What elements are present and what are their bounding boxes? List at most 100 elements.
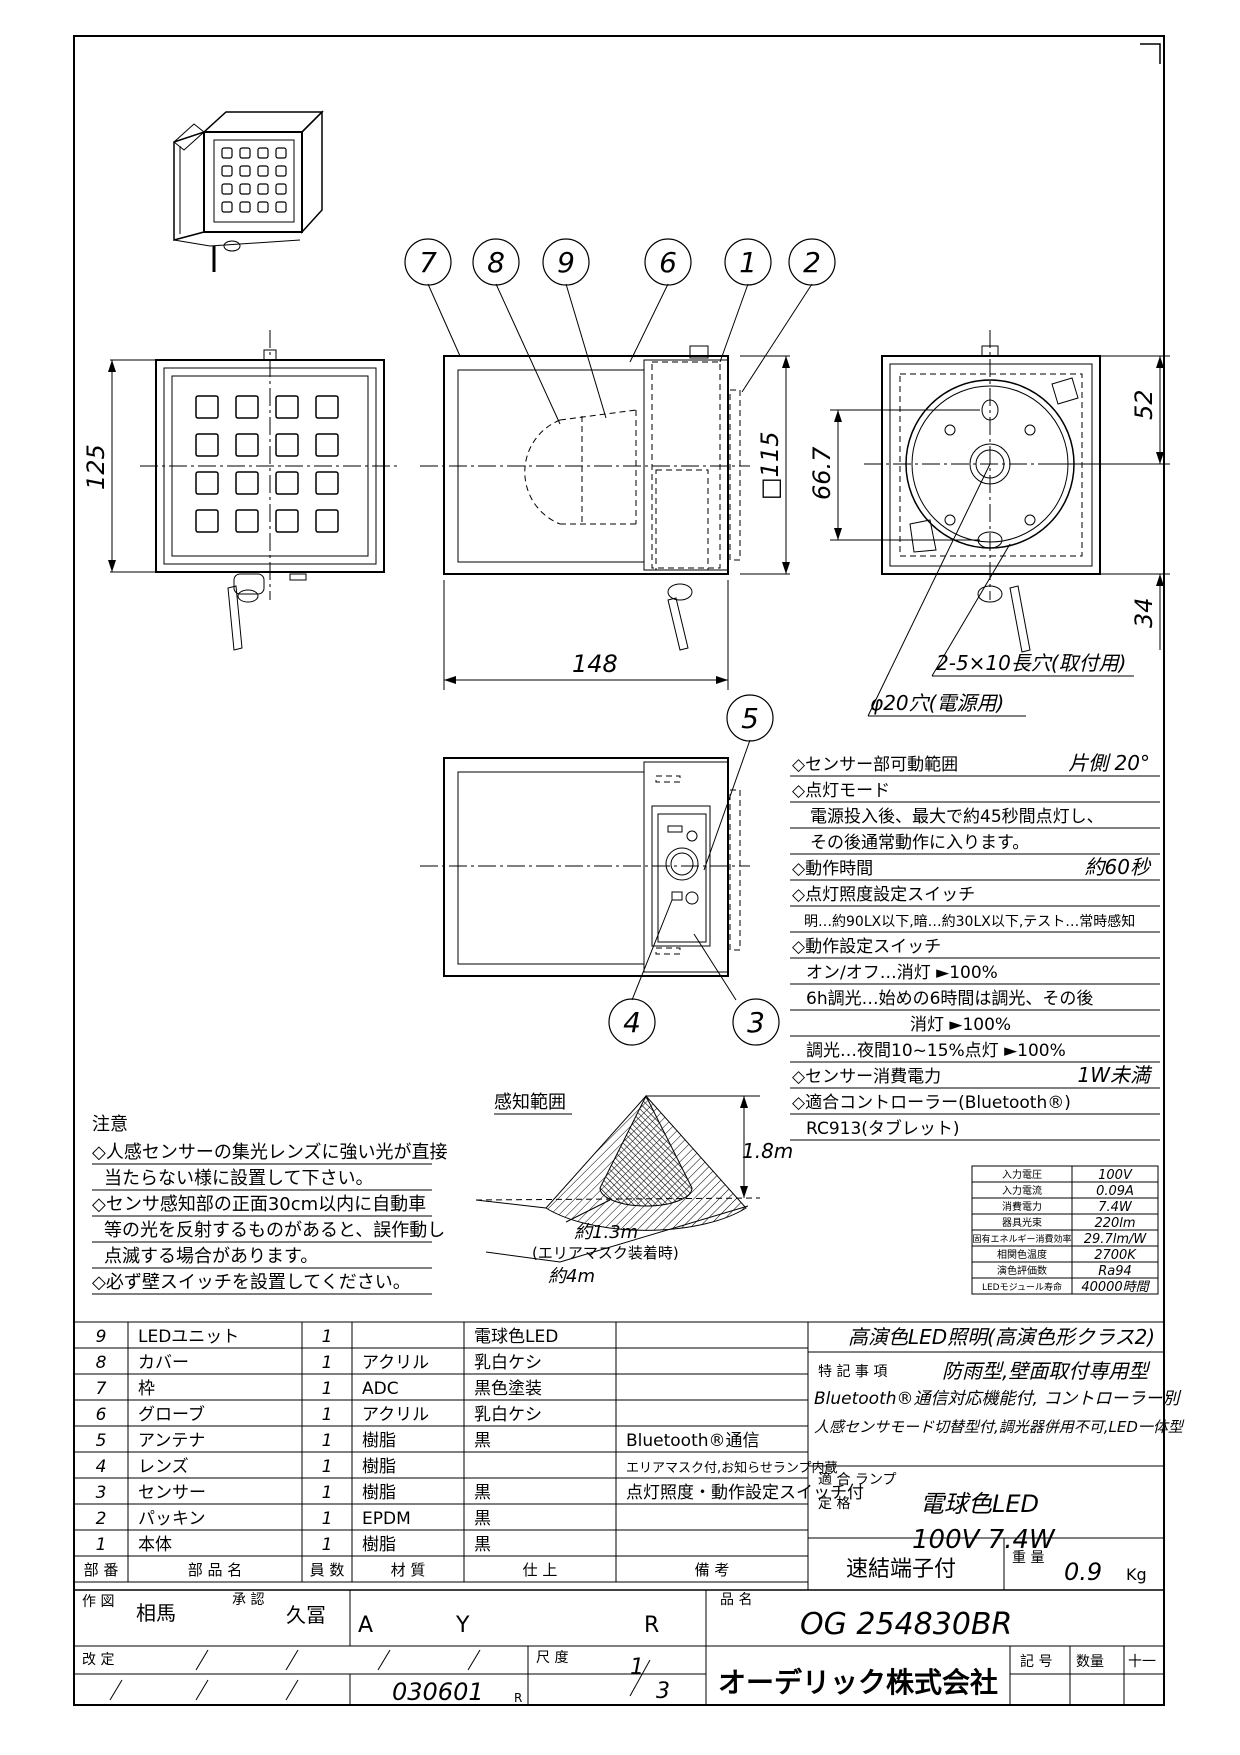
led-cell [315,395,339,419]
drawn-by: 相馬 [136,1601,176,1625]
product-code: OG 254830BR [800,1607,1012,1642]
drawn-label: 作 図 [82,1594,114,1610]
led-cell [235,395,259,419]
scale-label: 尺 度 [536,1650,568,1666]
spec-label: 6h調光…始めの6時間は調光、その後 [806,989,1093,1009]
part-remark: Bluetooth®通信 [626,1431,760,1451]
part-material: アクリル [362,1353,429,1373]
part-no: 6 [96,1405,107,1425]
scale-den: 3 [656,1679,670,1704]
dim-width-side: 148 [572,650,618,678]
terminal: 速結端子付 [846,1557,956,1582]
notes-heading: 注意 [92,1114,128,1135]
sensing-radius: 約1.3m [574,1222,638,1243]
part-finish: 黒色塗装 [474,1378,542,1399]
dim-back-34: 34 [1130,597,1158,628]
rating-value: 0.09A [1096,1184,1134,1199]
features-3: 人感センサモード切替型付,調光器併用不可,LED一体型 [814,1418,1185,1436]
features-1: 防雨型,壁面取付専用型 [942,1359,1151,1383]
balloon-label-7: 7 [419,246,437,279]
spec-label: 明…約90LX以下,暗…約30LX以下,テスト…常時感知 [804,913,1135,930]
part-material: ADC [362,1379,399,1399]
parts-header: 部 品 名 [188,1561,243,1579]
rating-value: Ra94 [1098,1264,1132,1279]
parts-header: 員 数 [310,1561,345,1579]
part-no: 3 [96,1483,107,1503]
part-no: 5 [96,1431,107,1451]
led-cell-iso [275,165,287,177]
part-name: グローブ [138,1404,205,1425]
led-cell [195,471,219,495]
approved-label: 承 認 [232,1592,264,1608]
part-no: 2 [96,1509,107,1529]
rating-key: 消費電力 [1002,1200,1042,1213]
led-cell-iso [239,183,251,195]
spec-label: オン/オフ…消灯 ►100% [806,963,998,983]
lamp: 電球色LED [920,1490,1039,1518]
spec-label: ◇センサー消費電力 [792,1067,941,1087]
balloon-label-2: 2 [803,246,821,279]
spec-value: 約60秒 [1085,855,1152,879]
spec-label: ◇点灯モード [792,781,890,801]
balloon-label-9: 9 [557,246,575,279]
date-suffix: R [514,1691,522,1705]
rating-label: 定 格 [818,1496,850,1512]
weight: 0.9 [1064,1558,1102,1586]
note-line: 等の光を反射するものがあると、誤作動し [104,1220,445,1241]
part-finish: 黒 [474,1483,491,1503]
led-cell-iso [239,165,251,177]
note-line: ◇必ず壁スイッチを設置してください。 [92,1272,411,1293]
part-name: カバー [138,1353,189,1373]
rating-key: 相関色温度 [997,1248,1047,1261]
part-no: 4 [96,1457,107,1477]
rating-key: 固有エネルギー消費効率 [972,1233,1071,1245]
rating-key: 入力電流 [1002,1184,1042,1197]
rating-value: 220lm [1094,1216,1135,1231]
led-cell [275,471,299,495]
led-cell-iso [239,201,251,213]
rating: 100V 7.4W [912,1525,1056,1555]
led-cell [275,395,299,419]
dim-hole: φ20穴(電源用) [870,691,1004,715]
part-finish: 乳白ケシ [474,1405,542,1425]
part-finish: 電球色LED [474,1327,558,1347]
isometric-view [173,110,324,272]
part-name: アンテナ [138,1431,205,1451]
rating-value: 100V [1098,1168,1133,1183]
notes: 注意 ◇人感センサーの集光レンズに強い光が直接当たらない様に設置して下さい。◇セ… [92,1114,447,1295]
balloon-label-8: 8 [487,246,505,279]
part-name: パッキン [138,1509,206,1529]
spec-label: 消灯 ►100% [910,1015,1011,1035]
part-material: アクリル [362,1405,429,1425]
part-name: 本体 [138,1535,172,1555]
dim-back-66: 66.7 [808,446,836,500]
rating-value: 29.7lm/W [1084,1232,1148,1247]
dim-slot: 2-5×10長穴(取付用) [936,651,1126,675]
part-no: 1 [96,1535,107,1555]
part-remark: 点灯照度・動作設定スイッチ付 [626,1483,864,1503]
led-cell-iso [257,165,269,177]
rating-key: 入力電圧 [1002,1168,1042,1181]
part-qty: 1 [322,1483,333,1503]
led-cell [315,509,339,533]
sensing-range: 感知範囲 1.8m 約1.3m (エリアマスク装着時) 約4m [475,1092,793,1287]
part-material: 樹脂 [362,1483,396,1503]
spec-label: その後通常動作に入ります。 [810,833,1029,853]
balloon-label-4: 4 [623,1006,641,1039]
weight-label: 重 量 [1012,1550,1044,1566]
rating-value: 2700K [1094,1248,1137,1263]
part-finish: 黒 [474,1431,491,1451]
front-view: 125 [82,330,400,651]
note-line: 点滅する場合があります。 [104,1246,318,1267]
sensor-leaders [631,739,751,1001]
dim-back-52: 52 [1130,389,1158,420]
led-cell-iso [275,183,287,195]
spec-label: ◇点灯照度設定スイッチ [792,885,975,905]
features-2: Bluetooth®通信対応機能付, コントローラー別 [814,1389,1182,1409]
spec-value: 1W未満 [1078,1063,1154,1087]
part-finish: 黒 [474,1509,491,1529]
